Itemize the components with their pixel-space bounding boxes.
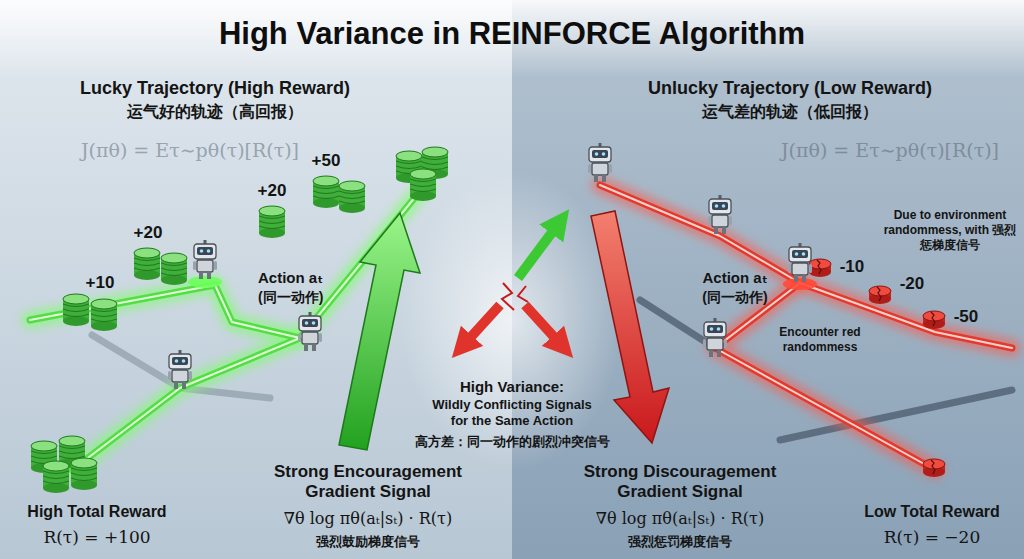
gradient-formula: ∇θ log πθ(aₜ|sₜ) · R(τ): [243, 509, 493, 529]
title: High Variance in REINFORCE Algorithm: [0, 14, 1024, 54]
penalty-value: -50: [941, 306, 991, 327]
variance-heading: High Variance:: [427, 377, 597, 396]
total-reward-value: R(τ) = −20: [852, 527, 1012, 548]
total-reward-label: Low Total Reward: [847, 502, 1017, 522]
objective-formula: J(πθ) = Eτ∼pθ(τ)[R(τ)]: [65, 138, 315, 162]
penalty-value: -10: [827, 256, 877, 277]
panel-heading: Lucky Trajectory (High Reward): [0, 76, 430, 100]
variance-note: Wildly Conflicting Signals for the Same …: [427, 397, 597, 429]
signal-label-zh: 强烈鼓励梯度信号: [268, 534, 468, 550]
randomness-note: Due to environment randommess, with 强烈惩梯…: [882, 208, 1018, 253]
total-reward-value: R(τ) = +100: [17, 527, 177, 548]
discourage-arrow: [591, 211, 669, 443]
panel-subheading: 运气差的轨迹（低回报）: [556, 100, 1024, 123]
action-highlight: [188, 276, 222, 288]
signal-label-zh: 强烈惩罚梯度信号: [580, 534, 780, 550]
objective-formula: J(πθ) = Eτ∼pθ(τ)[R(τ)]: [765, 138, 1015, 162]
lucky-paths: [30, 185, 425, 470]
conflict-arrows: [470, 231, 555, 338]
signal-label: Strong Discouragement Gradient Signal: [570, 462, 790, 502]
action-label: Action aₜ: [690, 268, 780, 287]
green-coins: [31, 147, 448, 493]
center-glow: [402, 170, 622, 470]
signal-label: Strong Encouragement Gradient Signal: [261, 462, 476, 502]
title-band: [0, 0, 1024, 78]
encourage-arrow: [339, 213, 420, 450]
reward-value: +20: [247, 180, 297, 201]
reward-value: +10: [75, 272, 125, 293]
total-reward-label: High Total Reward: [7, 502, 187, 522]
variance-note-zh: 高方差：同一动作的剧烈冲突信号: [392, 434, 632, 450]
penalty-value: -20: [887, 273, 937, 294]
panel-heading: Unlucky Trajectory (Low Reward): [556, 76, 1024, 100]
reward-value: +50: [301, 150, 351, 171]
action-note: (同一动作): [258, 288, 358, 306]
action-label: Action aₜ: [258, 268, 358, 287]
reward-value: +20: [123, 222, 173, 243]
action-note: (同一动作): [690, 288, 780, 306]
robots: [168, 143, 812, 389]
randomness-note: Encounter red randommess: [770, 325, 870, 355]
gradient-formula: ∇θ log πθ(aₜ|sₜ) · R(τ): [555, 509, 805, 529]
red-coins: [809, 259, 945, 477]
panel-subheading: 运气好的轨迹（高回报）: [0, 100, 430, 123]
action-highlight: [783, 278, 817, 290]
